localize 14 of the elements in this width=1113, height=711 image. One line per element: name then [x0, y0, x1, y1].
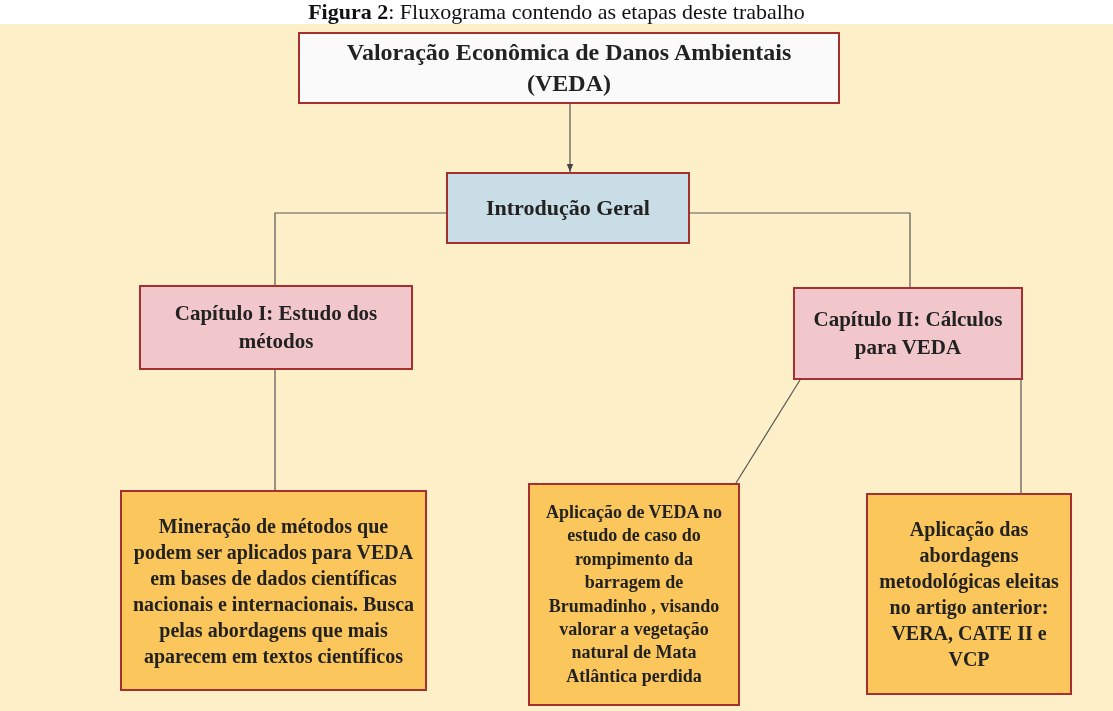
connector-line: [689, 212, 911, 288]
arrow: [566, 103, 574, 173]
task-box: Mineração de métodos que podem ser aplicados para VEDA em bases de dados científicas nacionais e internacionais. Busca pelas abordagens que mais aparecem em textos científicos: [120, 490, 427, 691]
connector-line: [274, 369, 276, 491]
connector-line: [1020, 379, 1022, 494]
chapter-box: Capítulo II: Cálculos para VEDA: [793, 287, 1023, 380]
intro-box: Introdução Geral: [446, 172, 690, 244]
connector-line: [735, 379, 801, 484]
task-box: Aplicação de VEDA no estudo de caso do rompimento da barragem de Brumadinho , visando valorar a vegetação natural de Mata Atlântica perdida: [528, 483, 740, 706]
title-box: Valoração Econômica de Danos Ambientais (VEDA): [298, 32, 840, 104]
figure-title: Figura 2: Fluxograma contendo as etapas deste trabalho: [307, 0, 806, 24]
task-box: Aplicação das abordagens metodológicas eleitas no artigo anterior: VERA, CATE II e VCP: [866, 493, 1072, 695]
connector-line: [274, 212, 447, 286]
chapter-box: Capítulo I: Estudo dos métodos: [139, 285, 413, 370]
